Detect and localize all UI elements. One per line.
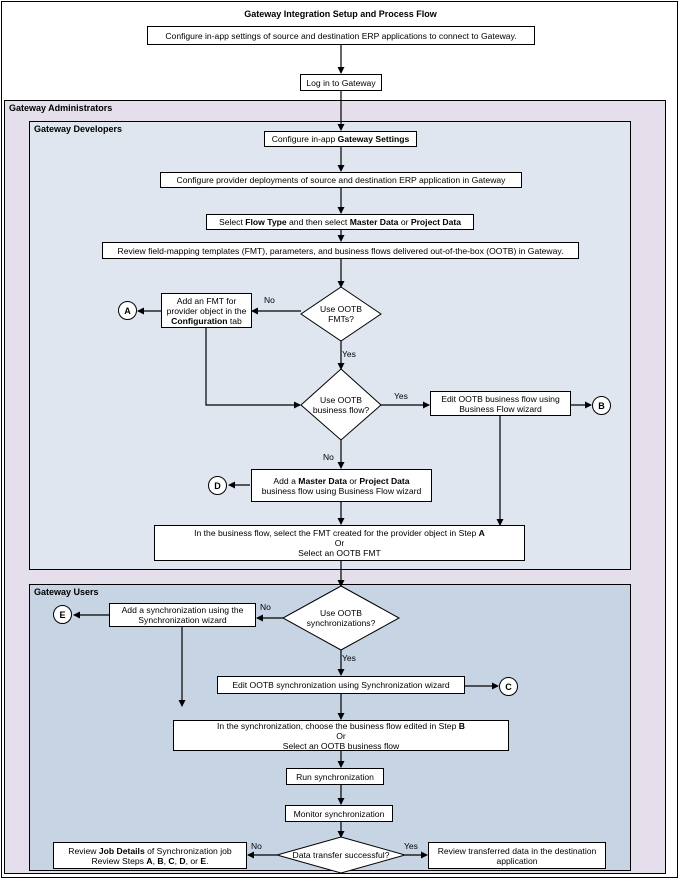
step-gateway-settings-text: Configure in-app Gateway Settings [271,134,410,144]
label-bf-no: No [323,452,334,462]
decision-ootb-business-flow: Use OOTB business flow? [312,395,370,415]
decision-ootb-sync-shape [281,585,401,651]
edge-addfmt-to-bf [205,328,301,409]
step-add-synchronization-text: Add a synchronization using the Synchron… [121,605,244,625]
step-login: Log in to Gateway [300,74,382,91]
lane-title-developers: Gateway Developers [34,124,123,134]
step-choose-business-flow: In the synchronization, choose the busin… [173,720,509,751]
step-provider-deployments-text: Configure provider deployments of source… [176,175,506,185]
step-edit-synchronization-text: Edit OOTB synchronization using Synchron… [232,680,450,690]
label-transfer-yes: Yes [404,841,418,851]
label-sync-no: No [260,602,271,612]
label-fmts-no: No [264,295,275,305]
step-run-synchronization-text: Run synchronization [296,771,374,782]
label-sync-yes: Yes [342,653,356,663]
step-select-fmt-in-flow-text: In the business flow, select the FMT cre… [194,528,485,558]
decision-ootb-fmts: Use OOTB FMTs? [319,304,363,324]
step-review-job-details-text: Review Job Details of Synchronization jo… [68,845,232,866]
step-select-flow-type-text: Select Flow Type and then select Master … [218,217,462,227]
decision-ootb-bf-shape [300,368,382,441]
label-bf-yes: Yes [394,391,408,401]
step-add-fmt-text: Add an FMT for provider object in the Co… [166,295,247,326]
decision-transfer-shape [275,836,407,874]
step-monitor-synchronization-text: Monitor synchronization [293,808,385,819]
lane-title-administrators: Gateway Administrators [9,103,113,113]
step-choose-business-flow-text: In the synchronization, choose the busin… [217,720,465,751]
step-edit-business-flow-text: Edit OOTB business flow using Business F… [441,393,560,414]
step-add-synchronization: Add a synchronization using the Synchron… [109,603,256,627]
step-run-synchronization: Run synchronization [286,768,384,785]
step-edit-synchronization: Edit OOTB synchronization using Synchron… [217,676,465,694]
step-review-fmt: Review field-mapping templates (FMT), pa… [102,242,579,259]
step-monitor-synchronization: Monitor synchronization [285,805,393,822]
decision-data-transfer: Data transfer successful? [292,850,390,860]
step-review-job-details: Review Job Details of Synchronization jo… [53,842,247,869]
step-login-text: Log in to Gateway [306,77,376,88]
label-transfer-no: No [251,841,262,851]
step-review-transferred-data: Review transferred data in the destinati… [428,842,606,869]
connector-b: B [592,396,611,415]
decision-ootb-synchronizations: Use OOTB synchronizations? [306,608,376,628]
step-add-business-flow-text: Add a Master Data or Project Data busine… [261,475,422,496]
step-configure-erp: Configure in-app settings of source and … [147,26,535,45]
lane-title-users: Gateway Users [34,587,99,597]
decision-ootb-fmts-shape [300,286,382,342]
step-provider-deployments: Configure provider deployments of source… [160,172,522,188]
connector-a: A [118,301,137,320]
step-select-flow-type: Select Flow Type and then select Master … [206,214,474,230]
diagram-title: Gateway Integration Setup and Process Fl… [244,9,437,19]
step-select-fmt-in-flow: In the business flow, select the FMT cre… [154,525,525,561]
connector-d: D [208,476,227,495]
step-edit-business-flow: Edit OOTB business flow using Business F… [430,391,571,416]
step-review-transferred-data-text: Review transferred data in the destinati… [437,845,597,866]
connector-e: E [53,605,72,624]
label-fmts-yes: Yes [342,349,356,359]
step-add-fmt: Add an FMT for provider object in the Co… [161,293,252,328]
step-gateway-settings: Configure in-app Gateway Settings [264,131,417,147]
step-review-fmt-text: Review field-mapping templates (FMT), pa… [117,245,564,256]
connector-c: C [499,677,518,696]
step-configure-erp-text: Configure in-app settings of source and … [165,30,517,41]
step-add-business-flow: Add a Master Data or Project Data busine… [251,469,432,502]
